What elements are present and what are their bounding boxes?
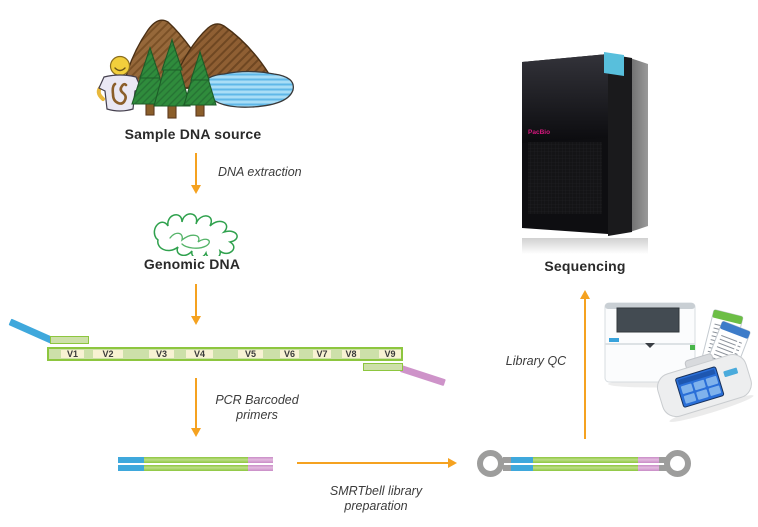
v-region-segment: V9 bbox=[379, 349, 401, 358]
barcode-blue-segment bbox=[511, 465, 533, 471]
v-region-segment: V5 bbox=[238, 349, 263, 358]
sequencer-icon: PacBio bbox=[522, 52, 648, 254]
library-qc-arrow bbox=[584, 299, 586, 439]
smrtbell-prep-label: SMRTbell library preparation bbox=[316, 484, 436, 514]
forward-barcode-tail bbox=[8, 318, 54, 344]
genomic-dna-squiggle-icon bbox=[153, 213, 238, 256]
adapter-gray-segment bbox=[503, 465, 511, 471]
insert-green-segment bbox=[144, 457, 248, 463]
sequencing-label: Sequencing bbox=[544, 258, 626, 274]
fragment-arrow bbox=[195, 284, 197, 317]
lake-icon bbox=[203, 70, 295, 108]
smrtbell-adapter-ring-icon bbox=[664, 450, 691, 477]
dna-extraction-arrowhead-icon bbox=[191, 185, 201, 194]
smrtbell-strand bbox=[503, 465, 667, 471]
adapter-gray-segment bbox=[659, 465, 667, 471]
smrtbell-insert bbox=[503, 457, 667, 473]
genomic-dna-label: Genomic DNA bbox=[143, 256, 241, 272]
v-region-segment: V4 bbox=[186, 349, 213, 358]
v-region-segment: V3 bbox=[149, 349, 174, 358]
smrtbell-strand bbox=[503, 457, 667, 463]
smrtbell-prep-arrow bbox=[297, 462, 448, 464]
v-region-segment: V1 bbox=[61, 349, 84, 358]
sequencer-reflection bbox=[522, 238, 648, 254]
pcr-primers-label-line1: PCR Barcoded bbox=[215, 393, 299, 407]
sample-source-label: Sample DNA source bbox=[124, 126, 262, 142]
adapter-gray-segment bbox=[659, 457, 667, 463]
amplicon-strand bbox=[118, 465, 273, 471]
pcr-primers-label: PCR Barcoded primers bbox=[197, 393, 317, 423]
barcode-pink-segment bbox=[638, 465, 659, 471]
pcr-arrow bbox=[195, 378, 197, 429]
insert-green-segment bbox=[144, 465, 248, 471]
smrtbell-prep-arrowhead-icon bbox=[448, 458, 457, 468]
v-region-segment: V8 bbox=[342, 349, 360, 358]
sample-source-illustration bbox=[96, 19, 295, 119]
barcode-pink-segment bbox=[248, 457, 273, 463]
smrtbell-molecule bbox=[477, 450, 692, 478]
reverse-barcode-tail bbox=[399, 365, 446, 387]
smrtbell-adapter-ring-icon bbox=[477, 450, 504, 477]
v-region-segment: V6 bbox=[280, 349, 299, 358]
barcode-pink-segment bbox=[638, 457, 659, 463]
smrtbell-prep-label-line1: SMRTbell library bbox=[329, 484, 423, 498]
smrtbell-prep-label-line2: preparation bbox=[344, 499, 408, 513]
v-region-segment: V2 bbox=[93, 349, 123, 358]
16s-gene-bar: V1 V2 V3 V4 V5 V6 V7 V8 V9 bbox=[47, 347, 403, 361]
v-region-segment: V7 bbox=[313, 349, 331, 358]
barcode-blue-segment bbox=[118, 465, 144, 471]
sequencer-cyan-tab bbox=[604, 52, 624, 76]
barcoded-amplicon bbox=[118, 457, 273, 473]
barcode-blue-segment bbox=[511, 457, 533, 463]
fragment-arrowhead-icon bbox=[191, 316, 201, 325]
library-qc-label: Library QC bbox=[505, 354, 567, 368]
sequencer-brand-logo: PacBio bbox=[528, 129, 550, 136]
barcode-blue-segment bbox=[118, 457, 144, 463]
forward-primer bbox=[50, 336, 89, 344]
adapter-gray-segment bbox=[503, 457, 511, 463]
dna-extraction-label: DNA extraction bbox=[218, 165, 302, 179]
amplicon-strand bbox=[118, 457, 273, 463]
sequencer-mesh-panel bbox=[528, 142, 602, 214]
pcr-arrowhead-icon bbox=[191, 428, 201, 437]
tree-icon bbox=[131, 37, 217, 119]
insert-green-segment bbox=[533, 465, 638, 471]
library-qc-arrowhead-icon bbox=[580, 290, 590, 299]
fluorometer-icon bbox=[656, 353, 754, 422]
reverse-primer bbox=[363, 363, 403, 371]
insert-green-segment bbox=[533, 457, 638, 463]
qc-instruments-illustration bbox=[604, 302, 754, 422]
pcr-primers-label-line2: primers bbox=[236, 408, 278, 422]
dna-extraction-arrow bbox=[195, 153, 197, 186]
barcode-pink-segment bbox=[248, 465, 273, 471]
gut-icon bbox=[111, 82, 128, 105]
